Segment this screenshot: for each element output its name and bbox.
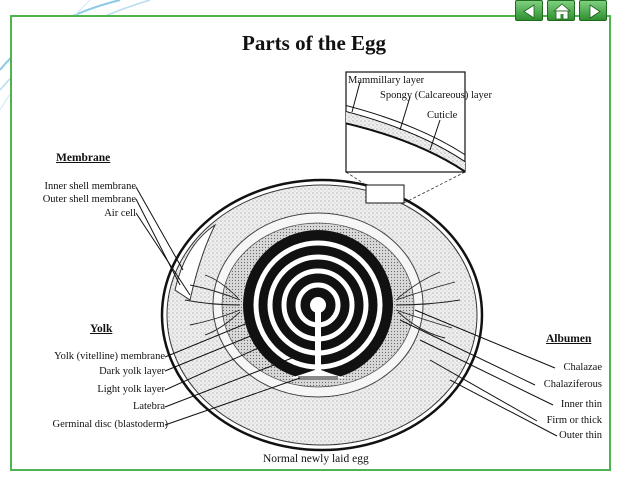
label-latebra: Latebra (132, 401, 165, 412)
yolk-heading: Yolk (90, 323, 113, 335)
nav-forward-button[interactable] (579, 0, 607, 21)
label-inner-thin: Inner thin (560, 399, 602, 410)
leader-lines (135, 81, 558, 437)
latebra-neck (290, 305, 346, 378)
label-germinal-disc: Germinal disc (blastoderm) (52, 419, 168, 430)
diagram-title: Parts of the Egg (242, 31, 387, 55)
arrow-left-icon (523, 4, 535, 19)
shell-inset (345, 71, 466, 173)
inset-label-mammillary: Mammillary layer (348, 75, 425, 86)
label-air-cell: Air cell (104, 208, 136, 219)
label-dark-yolk-layer: Dark yolk layer (99, 366, 165, 377)
chalazae (184, 271, 461, 339)
label-chalaziferous: Chalaziferous (543, 379, 602, 390)
albumen-heading: Albumen (546, 333, 592, 345)
inset-label-spongy: Spongy (Calcareous) layer (380, 90, 492, 101)
label-outer-shell-membrane: Outer shell membrane (42, 194, 136, 205)
label-chalazae: Chalazae (563, 362, 602, 373)
label-yolk-membrane: Yolk (vitelline) membrane (54, 351, 165, 362)
label-firm-or-thick: Firm or thick (546, 415, 602, 426)
air-cell (174, 223, 217, 301)
diagram-caption: Normal newly laid egg (263, 453, 369, 465)
inset-label-cuticle: Cuticle (427, 110, 458, 121)
nav-back-button[interactable] (515, 0, 543, 21)
label-inner-shell-membrane: Inner shell membrane (44, 181, 136, 192)
home-icon (552, 3, 572, 20)
yolk (243, 230, 393, 380)
germinal-disc (298, 376, 338, 380)
arrow-right-icon (589, 4, 601, 19)
label-outer-thin: Outer thin (559, 430, 602, 441)
membrane-heading: Membrane (56, 152, 111, 164)
label-light-yolk-layer: Light yolk layer (97, 384, 165, 395)
inset-marker (365, 184, 405, 204)
nav-home-button[interactable] (547, 0, 575, 21)
